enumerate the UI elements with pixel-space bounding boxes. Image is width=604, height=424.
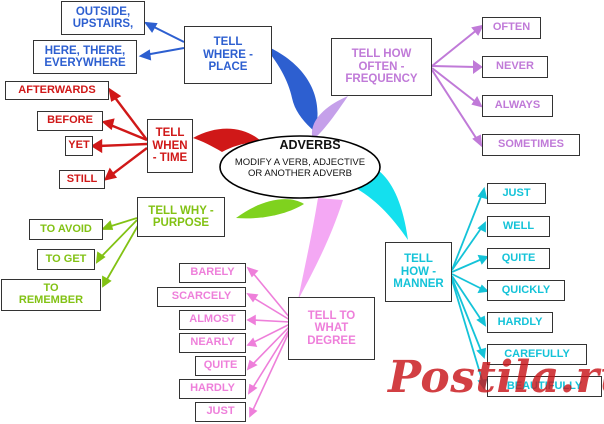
arrowhead-frequency-2 bbox=[473, 60, 483, 74]
frequency-item-1: OFTEN bbox=[482, 17, 541, 39]
manner-item-7: BEAUTIFULLY bbox=[487, 376, 602, 397]
manner-item-5: HARDLY bbox=[487, 312, 553, 333]
where-item-1: OUTSIDE, UPSTAIRS, bbox=[61, 1, 145, 35]
arrow-manner-7 bbox=[451, 279, 484, 384]
arrow-degree-3 bbox=[251, 319, 291, 323]
manner-item-2: WELL bbox=[487, 216, 550, 237]
degree-item-3: ALMOST bbox=[179, 310, 246, 330]
petal-degree bbox=[298, 198, 343, 300]
arrowhead-purpose-2 bbox=[95, 251, 106, 264]
arrowhead-degree-3 bbox=[246, 314, 256, 326]
arrow-when-4 bbox=[109, 147, 148, 177]
arrow-manner-6 bbox=[451, 277, 483, 354]
frequency-item-2: NEVER bbox=[482, 56, 548, 78]
petal-frequency bbox=[311, 96, 348, 140]
manner-item-4: QUICKLY bbox=[487, 280, 565, 301]
arrowhead-when-4 bbox=[103, 167, 118, 181]
arrow-degree-6 bbox=[251, 327, 291, 390]
arrow-where-1 bbox=[149, 24, 185, 43]
branch-purpose: TELL WHY - PURPOSE bbox=[137, 197, 225, 237]
manner-item-3: QUITE bbox=[487, 248, 550, 269]
arrow-when-3 bbox=[97, 142, 148, 148]
frequency-item-3: ALWAYS bbox=[482, 95, 553, 117]
arrowhead-manner-7 bbox=[477, 378, 488, 391]
branch-when: TELL WHEN - TIME bbox=[147, 119, 193, 173]
arrow-frequency-2 bbox=[431, 65, 477, 68]
when-item-3: YET bbox=[65, 136, 93, 156]
arrowhead-purpose-1 bbox=[100, 220, 114, 230]
arrow-degree-7 bbox=[251, 329, 291, 413]
frequency-item-4: SOMETIMES bbox=[482, 134, 580, 156]
arrowhead-when-1 bbox=[108, 87, 122, 102]
degree-item-5: QUITE bbox=[195, 356, 246, 376]
arrowhead-manner-2 bbox=[477, 221, 486, 233]
arrow-frequency-3 bbox=[431, 67, 478, 104]
arrow-purpose-3 bbox=[105, 221, 141, 282]
center-ellipse bbox=[219, 135, 381, 199]
purpose-item-2: TO GET bbox=[37, 249, 95, 270]
degree-item-2: SCARCELY bbox=[157, 287, 246, 307]
arrow-purpose-1 bbox=[107, 217, 138, 228]
arrowhead-manner-3 bbox=[477, 254, 489, 265]
arrow-manner-3 bbox=[451, 258, 483, 273]
center-title: ADVERBS bbox=[279, 138, 341, 152]
arrow-when-1 bbox=[112, 94, 148, 141]
branch-degree: TELL TO WHAT DEGREE bbox=[288, 297, 375, 360]
arrowhead-frequency-4 bbox=[472, 134, 483, 148]
arrowhead-frequency-1 bbox=[471, 24, 484, 36]
watermark-logo: Postila.ru bbox=[388, 352, 604, 403]
arrow-manner-1 bbox=[451, 193, 483, 271]
arrow-degree-2 bbox=[251, 296, 291, 321]
degree-item-7: JUST bbox=[195, 402, 246, 422]
arrowhead-when-2 bbox=[101, 118, 115, 131]
purpose-item-1: TO AVOID bbox=[29, 219, 103, 240]
when-item-1: AFTERWARDS bbox=[5, 81, 109, 100]
arrowhead-manner-6 bbox=[476, 347, 487, 359]
petal-where bbox=[262, 44, 318, 132]
degree-item-4: NEARLY bbox=[179, 333, 246, 353]
manner-item-1: JUST bbox=[487, 183, 546, 204]
arrowhead-manner-4 bbox=[477, 284, 489, 294]
arrow-manner-4 bbox=[451, 273, 483, 290]
arrowhead-manner-1 bbox=[477, 186, 488, 200]
arrowhead-purpose-3 bbox=[102, 275, 112, 288]
degree-item-1: BARELY bbox=[179, 263, 246, 283]
when-item-4: STILL bbox=[59, 170, 105, 189]
branch-manner: TELL HOW - MANNER bbox=[385, 242, 452, 302]
arrowhead-when-3 bbox=[90, 138, 103, 154]
manner-item-6: CAREFULLY bbox=[487, 344, 587, 365]
arrowhead-degree-7 bbox=[249, 406, 258, 418]
when-item-2: BEFORE bbox=[37, 111, 103, 131]
degree-item-6: HARDLY bbox=[179, 379, 246, 399]
arrowhead-degree-1 bbox=[246, 266, 259, 278]
purpose-item-3: TO REMEMBER bbox=[1, 279, 101, 311]
arrowhead-where-1 bbox=[143, 21, 158, 33]
arrow-purpose-2 bbox=[99, 219, 138, 259]
arrowhead-degree-2 bbox=[246, 293, 259, 303]
arrow-degree-5 bbox=[251, 325, 291, 366]
arrowhead-manner-5 bbox=[476, 315, 487, 327]
arrow-where-2 bbox=[144, 47, 185, 56]
arrowhead-where-2 bbox=[138, 49, 152, 61]
arrow-manner-2 bbox=[451, 226, 483, 271]
arrow-frequency-1 bbox=[431, 28, 479, 67]
branch-frequency: TELL HOW OFTEN - FREQUENCY bbox=[331, 38, 432, 96]
arrow-when-2 bbox=[107, 122, 148, 142]
petal-when bbox=[193, 128, 262, 152]
where-item-2: HERE, THERE, EVERYWHERE bbox=[33, 40, 137, 74]
petal-purpose bbox=[236, 199, 304, 219]
arrow-degree-4 bbox=[251, 323, 291, 344]
branch-where: TELL WHERE - PLACE bbox=[184, 26, 272, 84]
arrow-degree-1 bbox=[251, 271, 291, 319]
arrowhead-degree-4 bbox=[246, 337, 258, 347]
arrow-frequency-4 bbox=[431, 69, 479, 142]
arrow-manner-5 bbox=[451, 275, 483, 322]
center-subtitle: MODIFY A VERB, ADJECTIVE OR ANOTHER ADVE… bbox=[234, 157, 366, 179]
arrowhead-degree-6 bbox=[247, 383, 258, 395]
arrowhead-frequency-3 bbox=[471, 96, 483, 108]
arrowhead-degree-5 bbox=[246, 359, 258, 371]
